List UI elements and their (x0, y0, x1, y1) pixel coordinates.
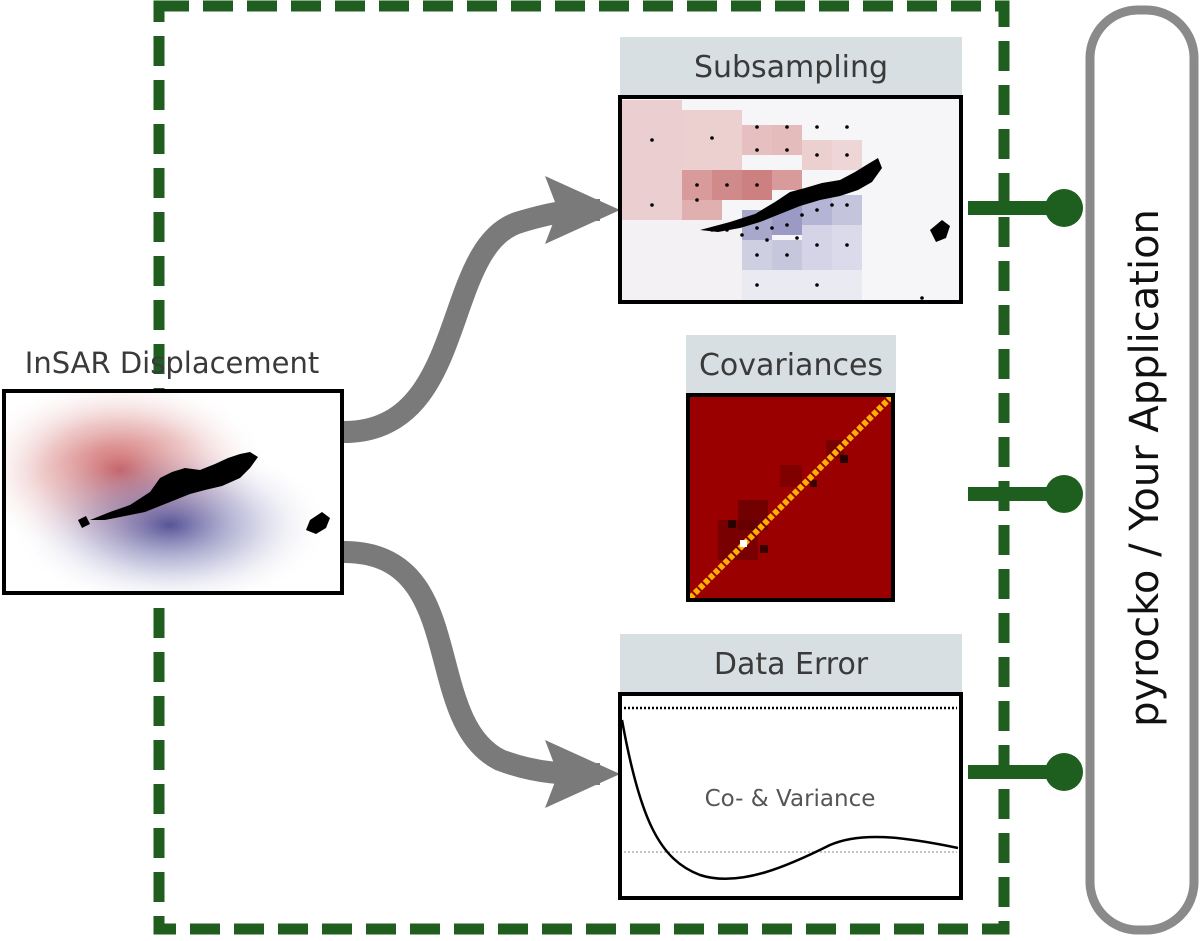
covariances-title-tab (686, 335, 896, 393)
data-error-title: Data Error (714, 647, 869, 682)
flow-arrows (343, 176, 620, 808)
covariances-panel: Covariances (686, 335, 896, 602)
insar-displacement: InSAR Displacement (2, 346, 344, 595)
subsampling-panel: Subsampling (618, 37, 963, 304)
insar-title: InSAR Displacement (25, 346, 319, 380)
data-error-title-tab (620, 634, 962, 692)
application-label: pyrocko / Your Application (1122, 209, 1168, 727)
plug-icon (1045, 189, 1083, 227)
subsampling-title-tab (620, 37, 962, 95)
covariances-title: Covariances (699, 348, 883, 383)
fault-trace (90, 452, 258, 520)
covariance-curve (620, 719, 959, 880)
sample-points (650, 125, 924, 300)
data-error-curve-label: Co- & Variance (705, 786, 876, 812)
arrow-icon (343, 199, 601, 443)
arrowhead-data-error (545, 740, 620, 808)
covariance-matrix (687, 394, 894, 601)
plug-icon (1045, 753, 1083, 791)
plug-icon (1045, 475, 1083, 513)
connectors (968, 189, 1083, 791)
arrow-icon (343, 541, 601, 786)
arrowhead-subsampling (545, 176, 620, 244)
subsampling-quadtree (622, 100, 950, 300)
fault-trace (700, 158, 882, 232)
subsampling-title: Subsampling (694, 50, 888, 85)
data-error-panel: Data Error Co- & Variance (618, 634, 963, 900)
covariance-diagonal (687, 394, 894, 601)
application-box (1085, 5, 1199, 935)
processing-frame (153, 0, 1010, 935)
